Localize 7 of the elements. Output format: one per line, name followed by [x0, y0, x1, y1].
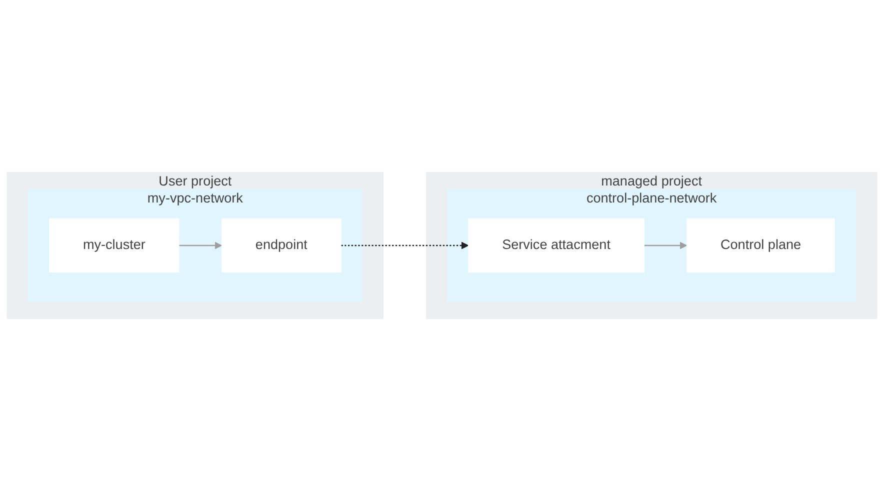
arrow: [179, 242, 222, 250]
arrow: [341, 242, 469, 250]
node-box: Service attacment: [468, 218, 644, 273]
node-box: my-cluster: [49, 218, 180, 273]
node-box: Control plane: [686, 218, 835, 273]
arrow: [644, 242, 687, 250]
node-box: endpoint: [222, 218, 342, 273]
